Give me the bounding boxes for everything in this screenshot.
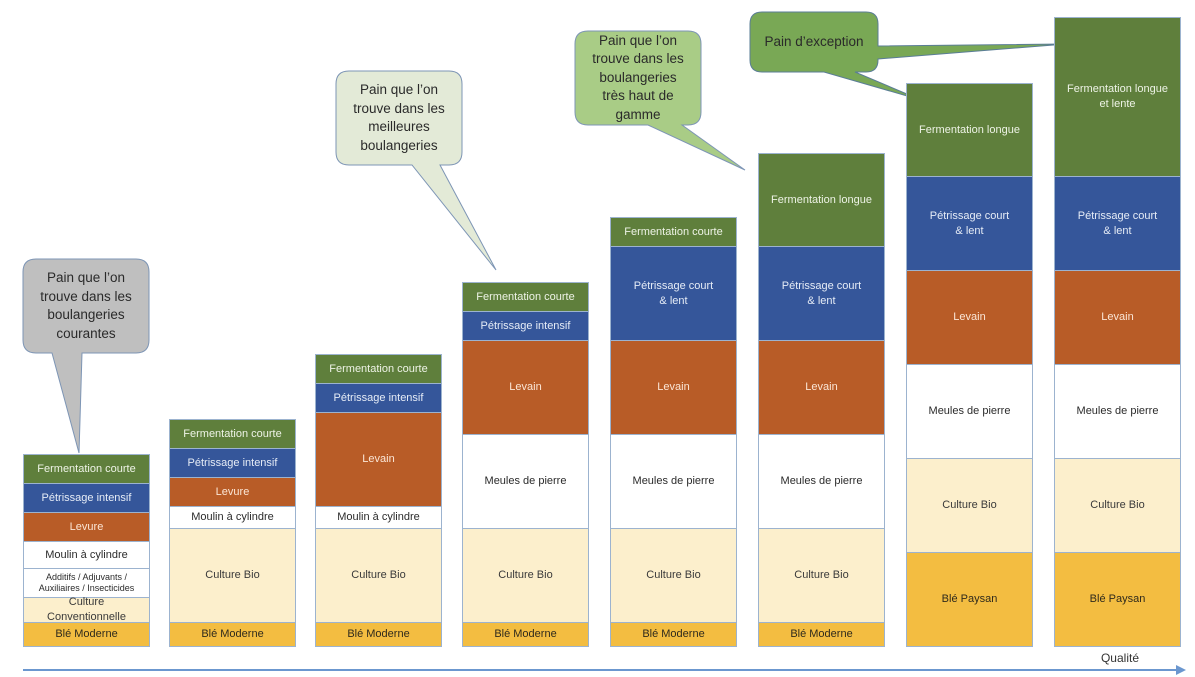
segment-culture-bio: Culture Bio — [906, 459, 1033, 553]
segment-culture-bio: Culture Bio — [758, 529, 885, 623]
segment-moulin-a-cylindre: Moulin à cylindre — [169, 507, 296, 529]
segment-additifs-adjuvants-auxiliaires-insecticides: Additifs / Adjuvants / Auxiliaires / Ins… — [23, 569, 150, 598]
segment-meules-de-pierre: Meules de pierre — [906, 365, 1033, 459]
segment-levure: Levure — [23, 513, 150, 542]
segment-levure: Levure — [169, 478, 296, 507]
segment-ble-paysan: Blé Paysan — [1054, 553, 1181, 647]
segment-ble-moderne: Blé Moderne — [610, 623, 737, 647]
callout-2-shape — [335, 70, 497, 271]
segment-levain: Levain — [462, 341, 589, 435]
segment-levain: Levain — [758, 341, 885, 435]
segment-fermentation-courte: Fermentation courte — [315, 354, 442, 384]
segment-fermentation-longue: Fermentation longue — [758, 153, 885, 247]
segment-petrissage-court-lent: Pétrissage court & lent — [610, 247, 737, 341]
callout-3-text: Pain que l’on trouve dans les boulangeri… — [592, 32, 684, 122]
segment-ble-moderne: Blé Moderne — [758, 623, 885, 647]
segment-ble-moderne: Blé Moderne — [315, 623, 442, 647]
segment-fermentation-courte: Fermentation courte — [462, 282, 589, 312]
callout-1-shape — [22, 258, 150, 454]
segment-culture-bio: Culture Bio — [169, 529, 296, 623]
segment-petrissage-court-lent: Pétrissage court & lent — [1054, 177, 1181, 271]
segment-culture-bio: Culture Bio — [462, 529, 589, 623]
segment-ble-moderne: Blé Moderne — [169, 623, 296, 647]
segment-culture-bio: Culture Bio — [610, 529, 737, 623]
segment-meules-de-pierre: Meules de pierre — [462, 435, 589, 529]
segment-fermentation-courte: Fermentation courte — [610, 217, 737, 247]
quality-axis-arrowhead-icon — [1176, 665, 1186, 675]
segment-fermentation-courte: Fermentation courte — [169, 419, 296, 449]
segment-ble-moderne: Blé Moderne — [462, 623, 589, 647]
segment-levain: Levain — [906, 271, 1033, 365]
segment-levain: Levain — [610, 341, 737, 435]
segment-fermentation-longue: Fermentation longue — [906, 83, 1033, 177]
segment-culture-conventionnelle: Culture Conventionnelle — [23, 596, 150, 623]
callout-4-text: Pain d’exception — [764, 33, 864, 49]
segment-ble-moderne: Blé Moderne — [23, 623, 150, 647]
quality-axis — [23, 665, 1186, 675]
segment-levain: Levain — [315, 413, 442, 507]
callout-4-shape — [749, 11, 1067, 101]
segment-ble-paysan: Blé Paysan — [906, 553, 1033, 647]
segment-meules-de-pierre: Meules de pierre — [610, 435, 737, 529]
segment-culture-bio: Culture Bio — [315, 529, 442, 623]
segment-levain: Levain — [1054, 271, 1181, 365]
segment-petrissage-intensif: Pétrissage intensif — [23, 484, 150, 513]
segment-petrissage-intensif: Pétrissage intensif — [315, 384, 442, 413]
segment-culture-bio: Culture Bio — [1054, 459, 1181, 553]
segment-petrissage-court-lent: Pétrissage court & lent — [758, 247, 885, 341]
segment-petrissage-court-lent: Pétrissage court & lent — [906, 177, 1033, 271]
callout-1-text: Pain que l’on trouve dans les boulangeri… — [40, 270, 132, 341]
callout-3-shape — [574, 30, 746, 171]
segment-meules-de-pierre: Meules de pierre — [758, 435, 885, 529]
callout-2-text: Pain que l’on trouve dans les meilleures… — [353, 82, 445, 153]
segment-petrissage-intensif: Pétrissage intensif — [462, 312, 589, 341]
quality-axis-label: Qualité — [1100, 651, 1139, 665]
segment-moulin-a-cylindre: Moulin à cylindre — [23, 542, 150, 569]
segment-fermentation-courte: Fermentation courte — [23, 454, 150, 484]
segment-moulin-a-cylindre: Moulin à cylindre — [315, 507, 442, 529]
segment-petrissage-intensif: Pétrissage intensif — [169, 449, 296, 478]
segment-fermentation-longue-et-lente: Fermentation longue et lente — [1054, 17, 1181, 177]
segment-meules-de-pierre: Meules de pierre — [1054, 365, 1181, 459]
